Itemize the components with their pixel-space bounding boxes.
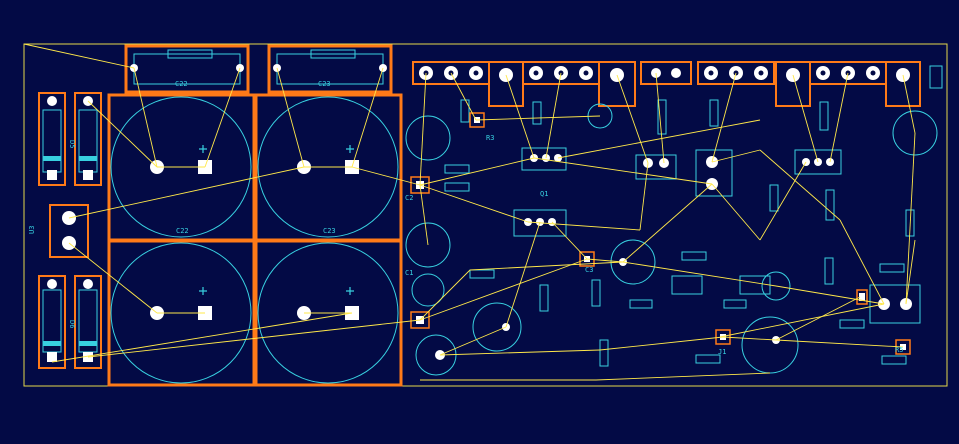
square-pad-icon[interactable] [410,112,911,355]
regulator-pack-left[interactable]: C22 [124,44,250,94]
part-label: R5 [895,346,903,354]
cap-label: C23 [323,227,336,235]
regulator-pack-right[interactable]: C23 [267,44,393,94]
cap-label: C22 [176,227,189,235]
regulator-label: C22 [175,80,188,88]
bulk-capacitor-grid[interactable] [107,93,403,387]
part-label: C3 [585,266,593,274]
part-label: C2 [405,194,413,202]
top-connector-row[interactable] [412,61,943,107]
diode-label: D5 [68,140,76,148]
board-outline [23,43,948,387]
diode-label: D6 [68,320,76,328]
component-silkscreen[interactable] [405,99,938,376]
part-label: C1 [405,269,413,277]
diode-column[interactable] [38,92,102,369]
regulator-label: C23 [318,80,331,88]
part-label: R3 [486,134,494,142]
plus-sign-icon [199,145,354,295]
ic-label: U3 [28,226,36,234]
part-label: J1 [718,348,726,356]
part-label: Q1 [540,190,548,198]
ratsnest-lines [23,43,916,381]
bulk-capacitor-circles [110,96,399,384]
round-pad-icon[interactable] [435,154,912,360]
